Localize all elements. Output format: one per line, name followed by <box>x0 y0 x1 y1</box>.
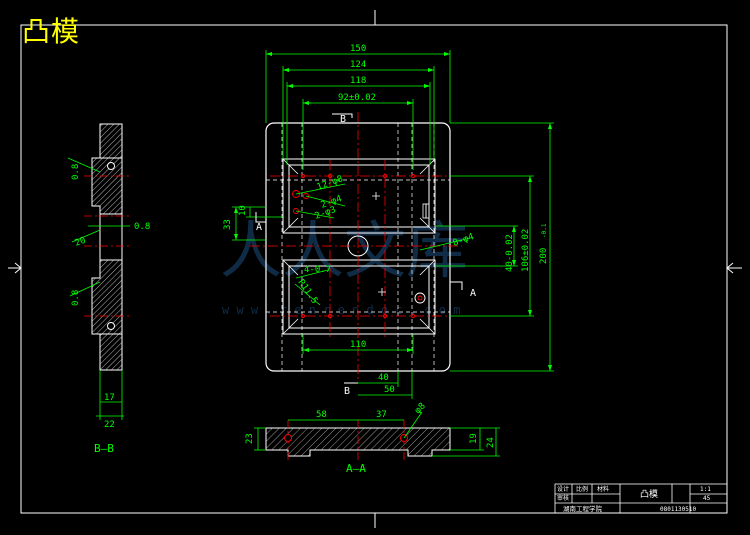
dim-50: 50 <box>384 385 395 395</box>
aa-dim-37: 37 <box>376 410 387 420</box>
dim-200: 200 <box>539 248 549 264</box>
bb-section-label: B–B <box>94 442 114 455</box>
aa-dim-24: 24 <box>486 437 496 448</box>
dimension-lines <box>232 50 554 399</box>
tb-school: 湖南工程学院 <box>563 504 603 513</box>
tb-label-design: 设计 <box>557 485 569 493</box>
title-block-texts: 设计 审核 比例 材料 凸模 1:1 45 湖南工程学院 0801130510 <box>557 485 711 513</box>
dim-118: 118 <box>350 76 366 86</box>
cut-markers <box>255 113 463 384</box>
tb-number: 0801130510 <box>660 506 697 513</box>
note-12-holes: 12-φ8 <box>316 174 345 193</box>
tb-part-name: 凸模 <box>640 489 658 500</box>
lower-pocket <box>282 259 436 335</box>
tb-label-review: 审核 <box>557 494 569 502</box>
note-4-07: 4-0.7 <box>304 265 331 275</box>
aa-dim-19: 19 <box>469 433 479 444</box>
arrowheads <box>234 52 552 371</box>
watermark-url: w w w . r e n r e n d o c . c o m <box>222 303 460 317</box>
cut-b-bottom: B <box>344 386 350 397</box>
aa-section-label: A–A <box>346 462 366 475</box>
bb-dim-20: 20 <box>74 236 88 249</box>
bb-dim-08-mid: 0.8 <box>134 222 150 232</box>
aa-dim-58: 58 <box>316 410 327 420</box>
section-aa: 58 37 φ8 23 19 24 A–A <box>245 401 500 475</box>
bb-dim-08-top: 0.8 <box>71 164 81 180</box>
drawing-title: 凸模 <box>22 15 81 48</box>
tb-label-scale: 比例 <box>576 485 588 493</box>
plan-view <box>250 112 462 380</box>
tb-scale-value: 1:1 <box>700 486 711 493</box>
dim-40-tol: 40-0.02 <box>505 234 515 272</box>
tb-label-material: 材料 <box>597 485 609 493</box>
bb-dim-22: 22 <box>104 420 115 430</box>
aa-dim-23: 23 <box>245 433 255 444</box>
dim-150: 150 <box>350 44 366 54</box>
dim-40: 40 <box>378 373 389 383</box>
bb-dim-17: 17 <box>104 393 115 403</box>
aa-dim-phi8: φ8 <box>413 401 428 416</box>
cut-labels: B B A A <box>256 114 476 397</box>
tb-material-value: 45 <box>703 495 711 502</box>
cut-a-right: A <box>470 288 476 299</box>
watermark: 人人文库 w w w . r e n r e n d o c . c o m <box>220 214 468 317</box>
dim-106: 106±0.02 <box>521 229 531 272</box>
dim-124: 124 <box>350 60 366 70</box>
dim-110: 110 <box>350 340 366 350</box>
dim-10: 10 <box>238 205 248 216</box>
dim-200-tol: -0.1 <box>541 223 548 238</box>
cut-a-left: A <box>256 222 262 233</box>
bb-dim-08-bot: 0.8 <box>71 290 81 306</box>
upper-pocket <box>282 158 436 234</box>
watermark-text: 人人文库 <box>220 214 468 287</box>
dim-92: 92±0.02 <box>338 93 376 103</box>
sheet-frame <box>8 10 742 528</box>
dim-33: 33 <box>223 219 233 230</box>
section-bb: 0.8 0.8 20 0.8 17 22 B–B <box>67 123 150 455</box>
title-block <box>554 483 728 514</box>
cut-b-top: B <box>340 114 346 125</box>
